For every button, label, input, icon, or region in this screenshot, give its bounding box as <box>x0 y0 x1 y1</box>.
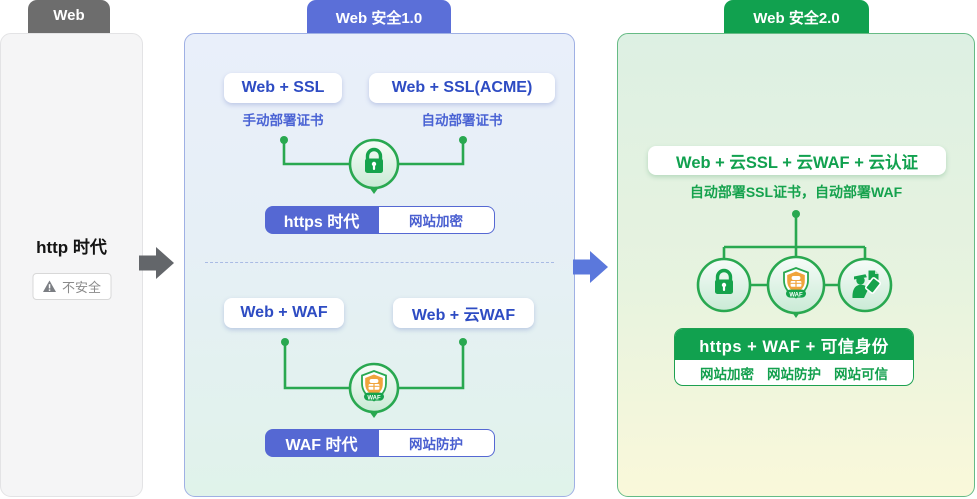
cloud-formula-box: Web + 云SSL + 云WAF + 云认证 <box>648 146 946 175</box>
insecure-badge: 不安全 <box>31 273 112 300</box>
identity-circle <box>837 257 893 313</box>
web-cloud-waf-label: Web + 云WAF <box>411 307 516 324</box>
warning-icon <box>42 280 56 292</box>
http-era-panel: http 时代 不安全 <box>0 33 143 497</box>
auto-deploy-note: 自动部署SSL证书，自动部署WAF <box>689 184 903 200</box>
manual-cert-note: 手动部署证书 <box>242 113 324 128</box>
ssl-connector-graphic <box>280 136 467 194</box>
tab-web-label: Web <box>53 7 85 24</box>
arrow-right-gray-icon <box>139 247 174 279</box>
arrow-right-blue-icon <box>573 251 608 283</box>
web-security-2-panel: Web + 云SSL + 云WAF + 云认证 自动部署SSL证书，自动部署WA… <box>617 33 975 497</box>
trusted-era-benefits: 网站加密 网站防护 网站可信 <box>675 360 913 385</box>
waf-badge-text: WAF <box>789 293 803 299</box>
web-waf-box: Web + WAF <box>224 298 344 328</box>
benefit-trust: 网站可信 <box>834 366 888 382</box>
web-ssl-acme-box: Web + SSL(ACME) <box>369 73 555 103</box>
tab-web-security-2-label: Web 安全2.0 <box>753 10 840 27</box>
https-era-pill: https 时代 网站加密 <box>264 206 495 234</box>
tab-web-security-1-label: Web 安全1.0 <box>335 10 423 27</box>
trio-connector-graphic: WAF <box>696 210 893 318</box>
cloud-formula-label: Web + 云SSL + 云WAF + 云认证 <box>676 153 918 172</box>
https-era-benefit: 网站加密 <box>378 206 495 234</box>
web-security-1-panel: Web + SSL Web + SSL(ACME) 手动部署证书 自动部署证书 … <box>184 33 575 497</box>
https-era-label: https 时代 <box>264 206 379 234</box>
benefit-encrypt: 网站加密 <box>700 366 754 382</box>
trusted-era-label: https + WAF + 可信身份 <box>675 329 913 360</box>
web-ssl-box: Web + SSL <box>224 73 342 103</box>
waf-badge-text: WAF <box>367 396 381 402</box>
web-cloud-waf-box: Web + 云WAF <box>393 298 534 328</box>
auto-cert-note: 自动部署证书 <box>421 113 503 128</box>
benefit-protect: 网站防护 <box>767 366 821 382</box>
web-ssl-label: Web + SSL <box>241 79 325 96</box>
section-divider <box>205 262 554 263</box>
http-era-title: http 时代 <box>36 238 107 257</box>
web-waf-label: Web + WAF <box>240 304 328 321</box>
waf-era-pill: WAF 时代 网站防护 <box>264 429 495 457</box>
insecure-badge-label: 不安全 <box>61 280 102 295</box>
trusted-era-box: https + WAF + 可信身份 网站加密 网站防护 网站可信 <box>674 328 914 386</box>
waf-era-label: WAF 时代 <box>264 429 379 457</box>
waf-era-benefit: 网站防护 <box>378 429 495 457</box>
web-ssl-acme-label: Web + SSL(ACME) <box>391 79 533 96</box>
waf-connector-graphic: WAF <box>281 338 467 418</box>
